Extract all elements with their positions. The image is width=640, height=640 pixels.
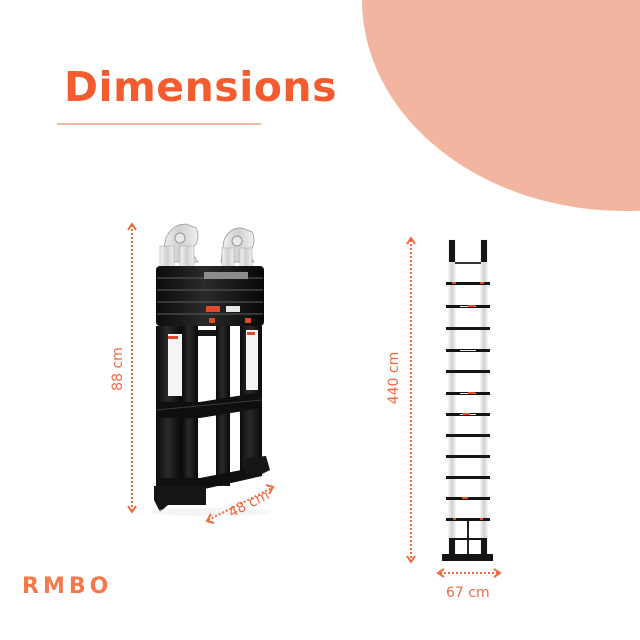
folded-height-label: 88 cm xyxy=(110,347,126,391)
depth-dimension-line xyxy=(205,484,275,524)
folded-ladder-image xyxy=(150,223,270,516)
extended-height-label: 440 cm xyxy=(386,351,402,405)
height-dimension-line-folded xyxy=(127,222,137,514)
height-dimension-line-extended xyxy=(406,236,416,564)
page-title: Dimensions xyxy=(64,63,338,111)
extended-ladder-image xyxy=(442,239,493,561)
extended-width-label: 67 cm xyxy=(446,585,490,601)
brand-logo: RMBO xyxy=(22,574,113,599)
title-underline xyxy=(57,123,261,125)
width-dimension-line xyxy=(436,568,502,578)
